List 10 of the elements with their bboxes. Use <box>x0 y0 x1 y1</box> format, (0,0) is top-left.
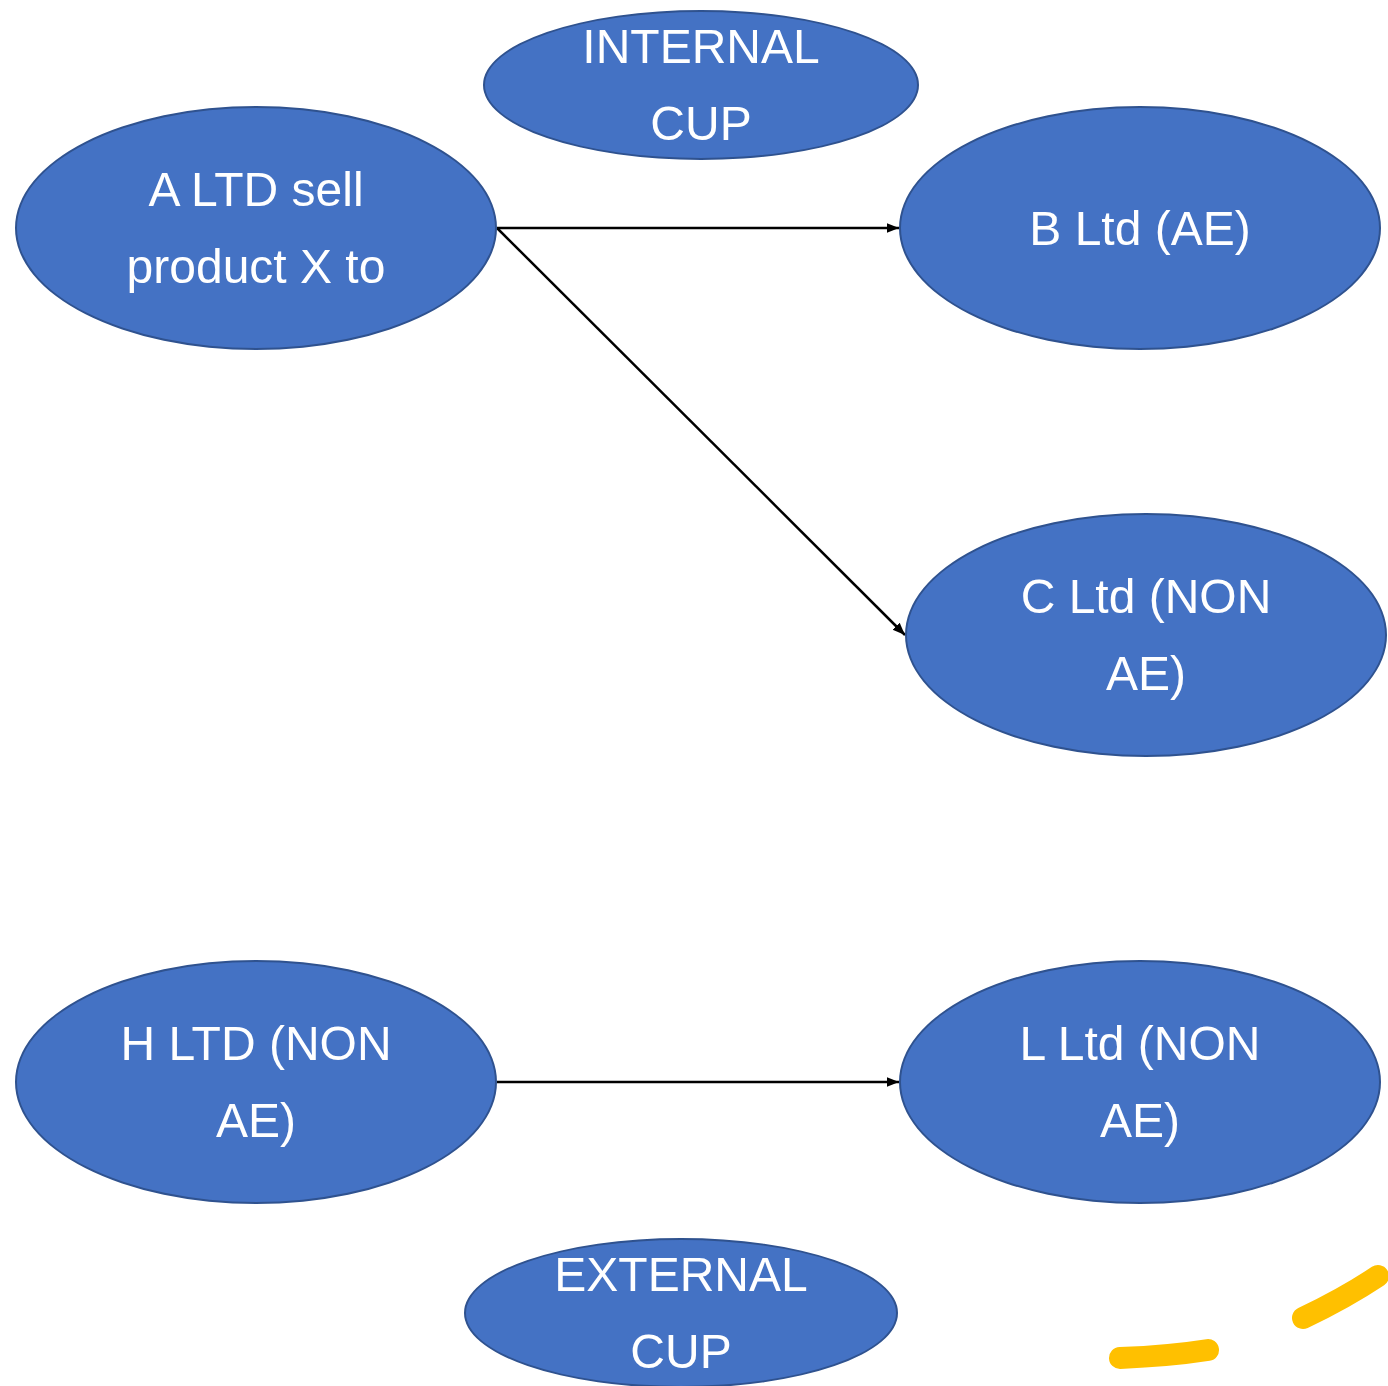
arrow <box>497 223 899 233</box>
node-label: EXTERNAL CUP <box>553 1247 809 1380</box>
node-label: INTERNAL CUP <box>581 19 821 152</box>
node-label: H LTD (NON AE) <box>119 1016 393 1149</box>
node-label: L Ltd (NON AE) <box>1018 1016 1262 1149</box>
arrow <box>497 1077 899 1087</box>
node-label: B Ltd (AE) <box>1028 200 1252 257</box>
node-label: A LTD sell product X to <box>125 162 387 295</box>
arrow <box>496 227 906 636</box>
node-label: C Ltd (NON AE) <box>1019 569 1273 702</box>
